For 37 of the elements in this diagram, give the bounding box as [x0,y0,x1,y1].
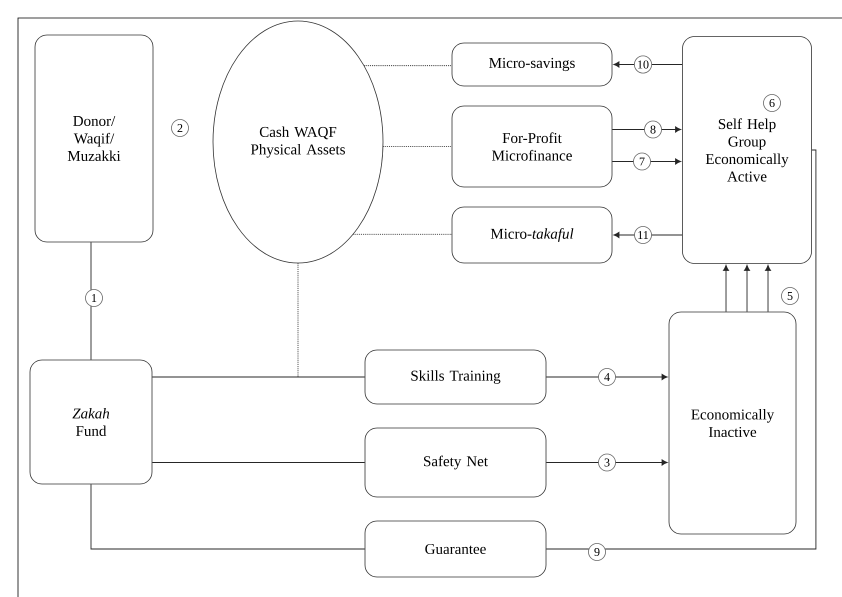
arrow [546,374,668,380]
edge-label: 11 [634,226,652,244]
edge-label: 7 [633,152,651,170]
rounded-box: Safety Net [364,428,546,498]
connector-line [546,150,816,550]
edge-label: 8 [644,120,662,138]
arrow [764,264,772,312]
rounded-box: Guarantee [364,520,546,578]
dotted-line [364,65,452,66]
arrow [744,264,750,312]
arrow [612,126,682,133]
edge-label: 9 [588,543,606,561]
rounded-box: Donor/ Waqif/ Muzakki [34,34,154,242]
callout-number: 2 [171,119,189,137]
connector-line [90,242,92,360]
rounded-box: Micro-takaful [452,206,612,264]
edge-label: 3 [598,454,616,472]
connector-line [90,484,366,550]
rounded-box: Skills Training [364,350,546,404]
arrow [722,264,730,312]
callout-number: 5 [781,287,799,305]
rounded-box: Micro-savings [452,42,612,86]
rounded-box: Economically Inactive [668,312,796,534]
rounded-box: For-Profit Microfinance [452,106,612,188]
rounded-box: Zakah Fund [30,360,152,484]
connector-line [152,462,366,463]
connector-line [152,376,366,378]
arrow [613,232,683,238]
arrow [612,158,682,165]
edge-label: 4 [598,368,616,386]
edge-label: 1 [85,289,103,307]
edge-label: 10 [634,55,652,74]
callout-number: 6 [763,94,781,112]
arrow [613,61,683,68]
arrow [546,459,668,466]
dotted-line [382,146,452,147]
dotted-line [353,234,452,235]
